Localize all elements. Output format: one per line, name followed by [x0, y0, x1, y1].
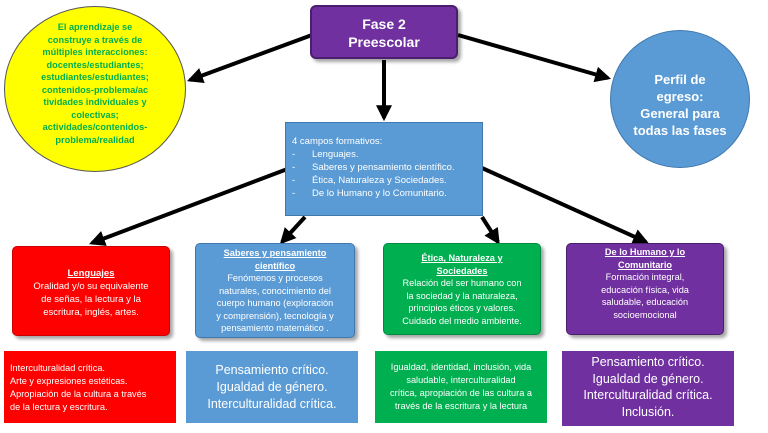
lenguajes-box: Lenguajes Oralidad y/o su equivalente de… — [12, 246, 170, 336]
perfil-line: todas las fases — [633, 123, 727, 138]
eje-line: Igualdad de género. — [592, 371, 704, 386]
campos-formativos-box: 4 campos formativos: -Lenguajes. -Sabere… — [285, 122, 483, 216]
humano-box: De lo Humano y lo Comunitario Formación … — [566, 243, 724, 335]
arrow-to-humano — [481, 166, 649, 245]
saberes-box: Saberes y pensamiento científico Fenómen… — [195, 243, 355, 338]
campo-item: -De lo Humano y lo Comunitario. — [292, 188, 447, 199]
bullet-mark: - — [292, 162, 296, 173]
field-body-line: Relación del ser humano con — [402, 278, 522, 288]
perfil-line: Perfil de — [654, 72, 706, 87]
ellipse-line: estudiantes/estudiantes; — [41, 72, 149, 82]
field-title: Sociedades — [436, 265, 488, 276]
field-body-line: Formación integral, — [605, 272, 685, 282]
arrow-to-lenguajes — [89, 166, 291, 246]
eje-line: Arte y expresiones estéticas. — [10, 376, 128, 386]
eje-line: Interculturalidad crítica. — [583, 388, 713, 402]
field-body-line: Oralidad y/o su equivalente — [33, 281, 149, 292]
arrow-to-saberes — [279, 215, 307, 245]
eje-line: saludable, interculturalidad — [406, 375, 516, 385]
field-body-line: cuerpo humano (exploración — [216, 298, 334, 308]
eje-line: Interculturalidad crítica. — [10, 363, 105, 373]
field-body-line: principios éticos y valores. — [408, 303, 516, 313]
field-title: Ética, Naturaleza y — [421, 253, 503, 263]
ellipse-line: problema/realidad — [55, 134, 135, 145]
saberes-ejes-box: Pensamiento crítico. Igualdad de género.… — [186, 351, 358, 423]
field-body-line: saludable, educación — [601, 297, 689, 307]
eje-line: Pensamiento crítico. — [215, 363, 329, 377]
arrow-to-etica — [480, 215, 500, 245]
etica-box: Ética, Naturaleza y Sociedades Relación … — [383, 243, 541, 335]
ellipse-line: construye a través de — [47, 34, 143, 45]
field-body-line: escritura, inglés, artes. — [43, 307, 139, 318]
ellipse-line: contenidos-problema/ac — [41, 84, 149, 95]
perfil-line: General para — [640, 106, 720, 121]
eje-line: Inclusión. — [621, 404, 675, 419]
campo-item: -Lenguajes. — [292, 149, 359, 160]
ellipse-line: actividades/contenidos- — [42, 122, 148, 132]
header-box: Fase 2 Preescolar — [310, 5, 458, 59]
bullet-mark: - — [292, 149, 296, 160]
eje-line: Interculturalidad crítica. — [207, 397, 337, 411]
bullet-mark: - — [292, 188, 296, 199]
eje-line: Apropiación de la cultura a través — [10, 389, 147, 399]
field-body-line: socioemocional — [613, 309, 677, 320]
ellipse-line: docentes/estudiantes; — [46, 59, 144, 70]
field-body-line: y comprensión), tecnología y — [216, 310, 334, 321]
field-title: De lo Humano y lo — [604, 247, 686, 257]
eje-line: crítica, apropiación de las cultura a — [390, 388, 532, 398]
header-title-line2: Preescolar — [348, 34, 420, 50]
eje-line: Igualdad, identidad, inclusión, vida — [390, 362, 532, 372]
ellipse-line: tividades individuales y — [43, 97, 147, 107]
eje-line: Pensamiento crítico. — [591, 355, 705, 369]
field-body-line: educación física, vida — [601, 284, 689, 295]
campo-item: -Saberes y pensamiento científico. — [292, 162, 455, 173]
perfil-egreso-ellipse: Perfil de egreso: General para todas las… — [610, 30, 750, 168]
field-body-line: pensamiento matemático . — [221, 323, 329, 333]
aprendizaje-ellipse: El aprendizaje se construye a través de … — [4, 6, 186, 172]
campos-intro: 4 campos formativos: — [292, 136, 383, 147]
etica-ejes-box: Igualdad, identidad, inclusión, vida sal… — [375, 351, 547, 423]
campo-item: -Ética, Naturaleza y Sociedades. — [292, 175, 447, 186]
field-title: Comunitario — [617, 259, 673, 270]
field-body-line: la sociedad y la naturaleza, — [406, 290, 518, 301]
field-title: Saberes y pensamiento — [223, 248, 327, 258]
bullet-mark: - — [292, 175, 296, 186]
field-title: Lenguajes — [67, 268, 115, 279]
arrow-to-perfil — [457, 33, 612, 83]
lenguajes-ejes-box: Interculturalidad crítica. Arte y expres… — [4, 351, 176, 423]
field-body-line: Fenómenos y procesos — [227, 273, 323, 283]
eje-line: de la lectura y escritura. — [10, 402, 108, 412]
field-body-line: de señas, la lectura y la — [41, 294, 141, 305]
ellipse-line: El aprendizaje se — [57, 22, 133, 32]
field-title: científico — [254, 260, 296, 271]
perfil-line: egreso: — [656, 89, 704, 104]
field-body-line: naturales, conocimiento del — [219, 285, 331, 296]
arrow-to-ellipse — [186, 33, 313, 84]
eje-line: través de la escritura y la lectura — [394, 401, 528, 411]
field-body-line: Cuidado del medio ambiente. — [402, 315, 522, 326]
header-title-line1: Fase 2 — [362, 16, 406, 32]
ellipse-line: colectivas; — [71, 109, 119, 120]
ellipse-line: múltiples interacciones: — [42, 47, 148, 57]
eje-line: Igualdad de género. — [216, 380, 328, 394]
humano-ejes-box: Pensamiento crítico. Igualdad de género.… — [562, 351, 734, 426]
